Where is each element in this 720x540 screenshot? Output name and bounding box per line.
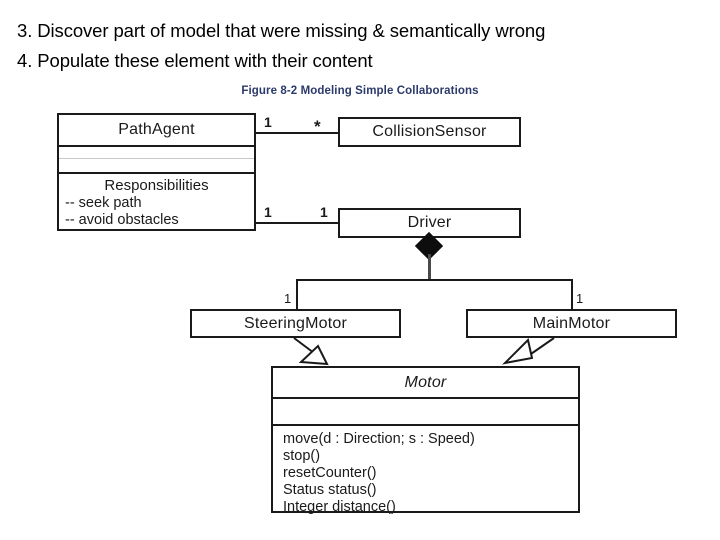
class-name-pathagent: PathAgent	[118, 121, 195, 138]
figure-caption: Figure 8-2 Modeling Simple Collaboration…	[241, 85, 479, 97]
multiplicity-pathagent-sensor-source: 1	[264, 114, 272, 130]
composition-branch-right	[571, 279, 573, 310]
class-name-steeringmotor: SteeringMotor	[243, 314, 348, 332]
driver-name-compartment: Driver	[340, 210, 519, 236]
responsibilities-title: Responsibilities	[104, 177, 209, 194]
multiplicity-driver-steeringmotor: 1	[284, 291, 292, 306]
generalization-arrow-mainmotor-motor	[502, 337, 555, 365]
class-box-motor: Motor move(d : Direction; s : Speed) sto…	[271, 366, 580, 515]
bullet-item-3: 3. Discover part of model that were miss…	[17, 20, 546, 41]
motor-operation-3: resetCounter()	[283, 465, 377, 481]
class-box-collisionsensor: CollisionSensor	[338, 117, 521, 147]
association-line-pathagent-collisionsensor	[256, 132, 340, 134]
class-box-pathagent: PathAgent Responsibilities -- seek path …	[57, 113, 256, 231]
class-box-steeringmotor: SteeringMotor	[190, 309, 401, 338]
motor-operation-1: move(d : Direction; s : Speed)	[283, 431, 475, 447]
motor-operation-5: Integer distance()	[283, 499, 396, 515]
pathagent-attributes-compartment	[59, 145, 254, 158]
multiplicity-driver-mainmotor: 1	[576, 291, 584, 306]
composition-branch-bar	[296, 279, 573, 281]
multiplicity-pathagent-sensor-target: *	[314, 117, 321, 136]
pathagent-name-compartment: PathAgent	[59, 115, 254, 145]
collisionsensor-name-compartment: CollisionSensor	[340, 119, 519, 145]
composition-stem-driver	[428, 254, 431, 280]
mainmotor-name-compartment: MainMotor	[468, 311, 675, 336]
composition-branch-left	[296, 279, 298, 310]
responsibility-item-1: -- seek path	[65, 195, 142, 211]
class-name-motor: Motor	[404, 373, 447, 391]
responsibility-item-2: -- avoid obstacles	[65, 212, 179, 228]
generalization-arrow-steeringmotor-motor	[293, 337, 329, 366]
motor-attributes-compartment	[273, 397, 578, 424]
multiplicity-pathagent-driver-target: 1	[320, 204, 328, 220]
motor-name-compartment: Motor	[273, 368, 578, 397]
class-name-mainmotor: MainMotor	[532, 314, 611, 332]
class-name-driver: Driver	[407, 214, 452, 231]
pathagent-responsibilities-compartment: Responsibilities -- seek path -- avoid o…	[59, 172, 254, 229]
steeringmotor-name-compartment: SteeringMotor	[192, 311, 399, 336]
multiplicity-pathagent-driver-source: 1	[264, 204, 272, 220]
motor-operations-compartment: move(d : Direction; s : Speed) stop() re…	[273, 424, 578, 515]
class-name-collisionsensor: CollisionSensor	[372, 123, 487, 140]
association-line-pathagent-driver	[256, 222, 340, 224]
motor-operation-2: stop()	[283, 448, 321, 464]
pathagent-attributes-compartment-2	[59, 158, 254, 172]
class-box-mainmotor: MainMotor	[466, 309, 677, 338]
motor-operation-4: Status status()	[283, 482, 377, 498]
bullet-item-4: 4. Populate these element with their con…	[17, 50, 373, 71]
slide-bullet-list: 3. Discover part of model that were miss…	[17, 16, 707, 76]
